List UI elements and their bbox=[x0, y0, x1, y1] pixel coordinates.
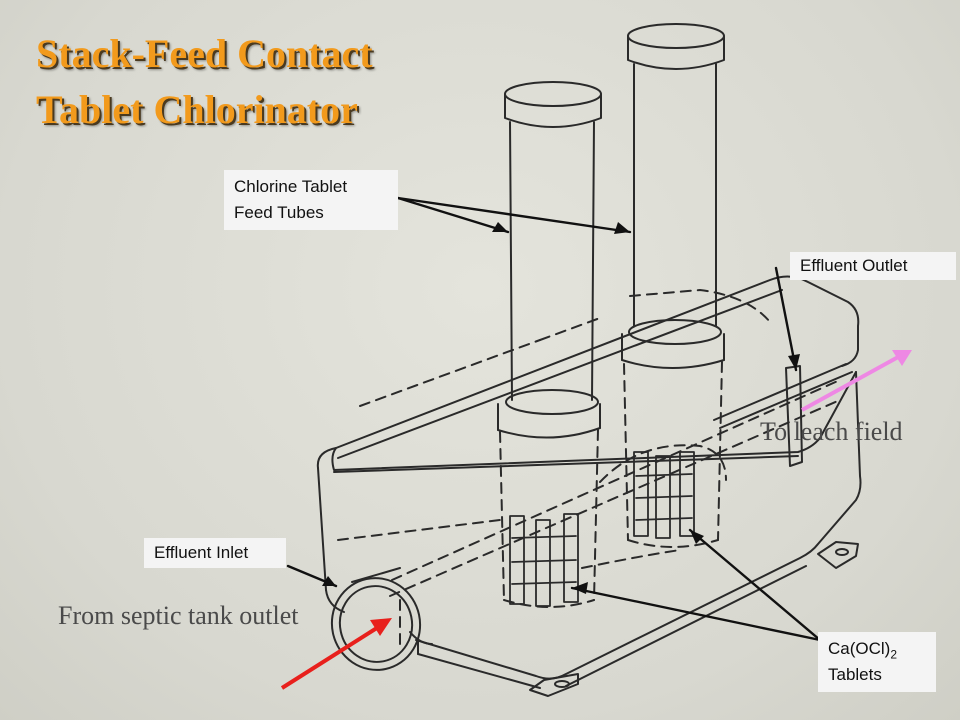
internal-baffles bbox=[337, 289, 841, 651]
feed-tubes-label-line1: Chlorine Tablet bbox=[234, 177, 348, 196]
effluent-outlet-label: Effluent Outlet bbox=[790, 252, 956, 280]
left-feed-tube bbox=[497, 81, 602, 608]
right-feed-tube bbox=[621, 23, 725, 548]
feed-tubes-label: Chlorine Tablet Feed Tubes bbox=[224, 170, 398, 230]
tablets-formula-text: Ca(OCl) bbox=[828, 639, 891, 658]
title-line-1: Stack-Feed Contact bbox=[36, 31, 373, 76]
inlet-flow-arrow bbox=[280, 618, 392, 690]
feed-tubes-label-line2: Feed Tubes bbox=[234, 203, 324, 222]
tablets-word: Tablets bbox=[828, 665, 882, 684]
tank-body bbox=[316, 275, 862, 697]
tablets-formula: Ca(OCl)2 bbox=[828, 636, 926, 662]
pointer-heads bbox=[322, 222, 800, 594]
title-line-2: Tablet Chlorinator bbox=[36, 87, 358, 132]
outlet-flow-arrow bbox=[801, 350, 912, 412]
pointer-lines bbox=[286, 196, 822, 642]
tablets-label: Ca(OCl)2 Tablets bbox=[818, 632, 936, 692]
effluent-inlet-label: Effluent Inlet bbox=[144, 538, 286, 568]
leach-field-text: To leach field bbox=[760, 417, 903, 446]
septic-outlet-text: From septic tank outlet bbox=[58, 601, 299, 630]
tablets-formula-subscript: 2 bbox=[890, 647, 898, 662]
inlet-pipe bbox=[330, 567, 422, 671]
